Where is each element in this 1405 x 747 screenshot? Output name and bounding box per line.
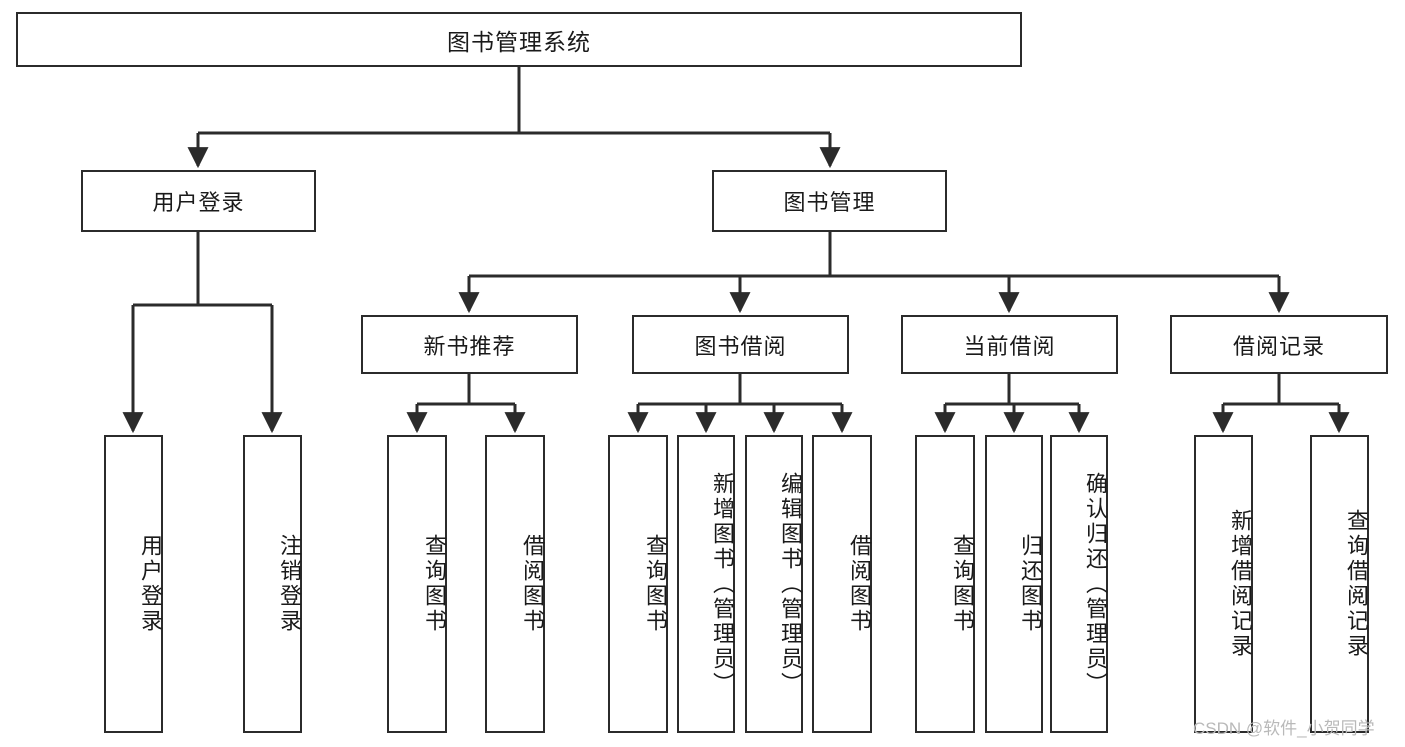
node-leaf-current-confirm-return[interactable]: 确认归还（管理员） — [1050, 435, 1108, 733]
node-book-borrow[interactable]: 图书借阅 — [632, 315, 849, 374]
node-leaf-current-query-book-label: 查询图书 — [950, 534, 975, 634]
node-leaf-user-login-label: 用户登录 — [138, 534, 163, 634]
node-new-book-recommend-label: 新书推荐 — [423, 333, 516, 359]
node-current-borrow[interactable]: 当前借阅 — [901, 315, 1118, 374]
node-leaf-record-add[interactable]: 新增借阅记录 — [1194, 435, 1253, 733]
node-leaf-newbook-borrow-book[interactable]: 借阅图书 — [485, 435, 545, 733]
node-leaf-current-query-book[interactable]: 查询图书 — [915, 435, 975, 733]
node-leaf-newbook-query-book-label: 查询图书 — [422, 534, 447, 634]
node-leaf-record-query-label: 查询借阅记录 — [1344, 509, 1369, 659]
node-leaf-logout[interactable]: 注销登录 — [243, 435, 302, 733]
node-book-borrow-label: 图书借阅 — [694, 333, 787, 359]
node-leaf-borrow-query-book[interactable]: 查询图书 — [608, 435, 668, 733]
node-leaf-newbook-borrow-book-label: 借阅图书 — [520, 534, 545, 634]
node-book-management-label: 图书管理 — [783, 190, 876, 215]
node-leaf-record-add-label: 新增借阅记录 — [1228, 509, 1253, 659]
node-leaf-borrow-add-book[interactable]: 新增图书（管理员） — [677, 435, 735, 733]
watermark: CSDN @软件_小贺同学 — [1193, 719, 1375, 738]
node-user-login-label: 用户登录 — [152, 190, 245, 215]
node-leaf-logout-label: 注销登录 — [277, 534, 302, 634]
node-leaf-borrow-query-book-label: 查询图书 — [643, 534, 668, 634]
node-leaf-current-return-book-label: 归还图书 — [1018, 534, 1043, 634]
node-borrow-record[interactable]: 借阅记录 — [1170, 315, 1388, 374]
node-leaf-current-confirm-return-label: 确认归还（管理员） — [1083, 471, 1108, 697]
node-leaf-record-query[interactable]: 查询借阅记录 — [1310, 435, 1369, 733]
node-borrow-record-label: 借阅记录 — [1232, 333, 1325, 359]
node-current-borrow-label: 当前借阅 — [963, 333, 1056, 359]
node-user-login[interactable]: 用户登录 — [81, 170, 316, 232]
node-leaf-newbook-query-book[interactable]: 查询图书 — [387, 435, 447, 733]
node-leaf-borrow-add-book-label: 新增图书（管理员） — [710, 471, 735, 697]
node-leaf-current-return-book[interactable]: 归还图书 — [985, 435, 1043, 733]
node-leaf-borrow-lend-book-label: 借阅图书 — [847, 534, 872, 634]
node-leaf-borrow-lend-book[interactable]: 借阅图书 — [812, 435, 872, 733]
node-leaf-borrow-edit-book[interactable]: 编辑图书（管理员） — [745, 435, 803, 733]
node-book-management[interactable]: 图书管理 — [712, 170, 947, 232]
node-root-system[interactable]: 图书管理系统 — [16, 12, 1022, 67]
node-leaf-borrow-edit-book-label: 编辑图书（管理员） — [778, 471, 803, 697]
node-new-book-recommend[interactable]: 新书推荐 — [361, 315, 578, 374]
node-root-label: 图书管理系统 — [447, 28, 591, 55]
node-leaf-user-login[interactable]: 用户登录 — [104, 435, 163, 733]
